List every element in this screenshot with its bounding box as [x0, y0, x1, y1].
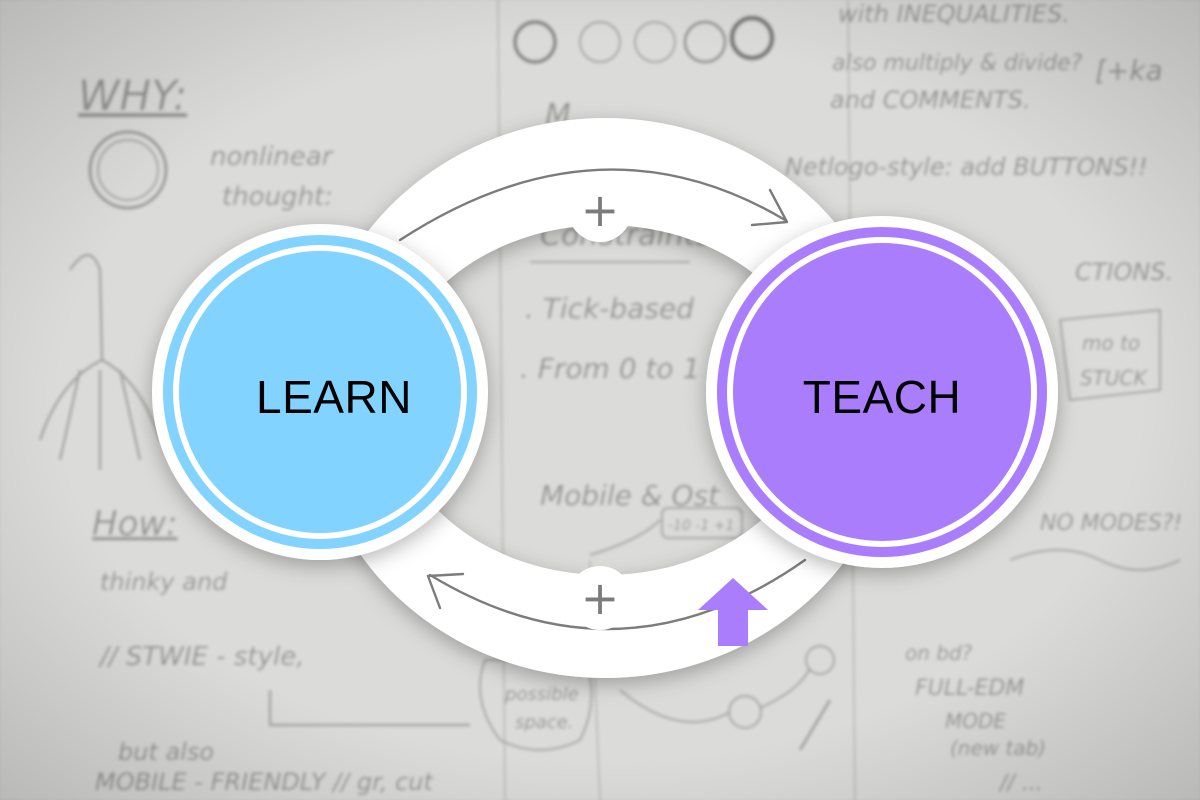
bottom-arrowhead — [426, 572, 465, 610]
upload-arrow-icon[interactable] — [698, 578, 768, 646]
teach-node[interactable] — [706, 216, 1058, 568]
top-plus-symbol: + — [581, 183, 620, 237]
top-plus-connector[interactable]: + — [568, 178, 632, 242]
teach-label: TEACH — [803, 371, 961, 423]
learn-label: LEARN — [256, 371, 412, 423]
bottom-arrow — [428, 558, 807, 631]
cycle-loop — [309, 118, 900, 679]
bottom-plus-connector[interactable]: + — [568, 566, 632, 630]
cycle-arrows — [398, 168, 807, 631]
top-arrowhead — [750, 188, 789, 227]
learn-node[interactable] — [152, 224, 488, 560]
bottom-plus-symbol: + — [581, 571, 620, 625]
top-arrow — [398, 168, 787, 242]
